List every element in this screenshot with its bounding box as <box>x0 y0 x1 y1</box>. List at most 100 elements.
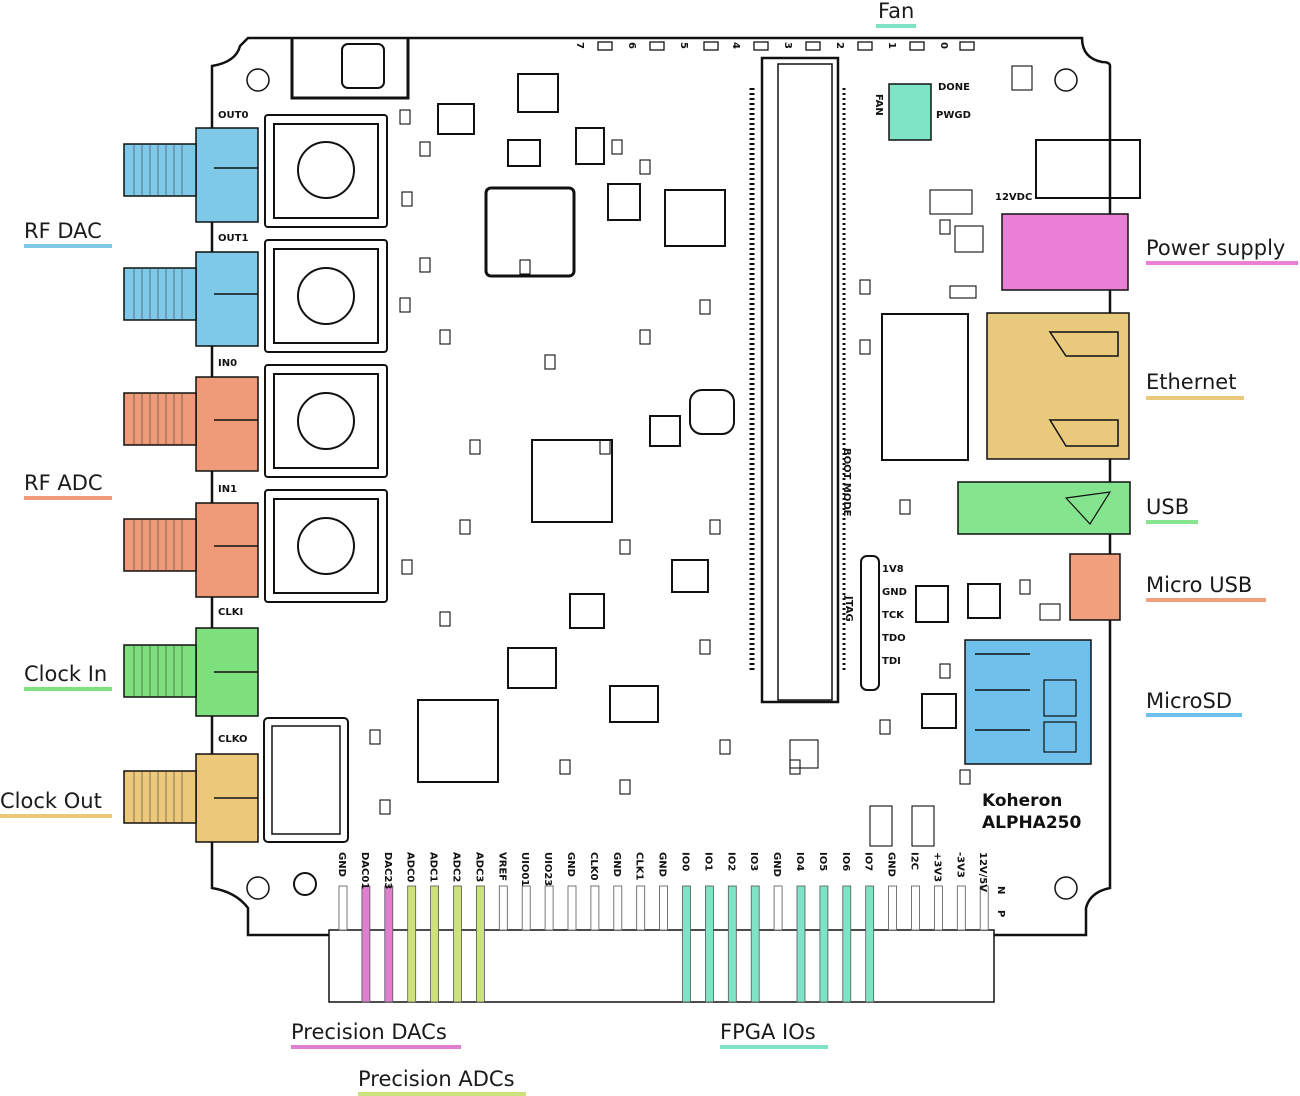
header-pin <box>750 885 760 1003</box>
callout-micro-usb-line <box>1146 598 1266 602</box>
jtag-pin-label: TDI <box>882 656 901 667</box>
callout-power-supply: Power supply <box>1146 236 1286 260</box>
header-pin-label: IO1 <box>702 852 713 871</box>
header-pin-label: GND <box>565 852 576 877</box>
header-pin <box>636 885 646 931</box>
callout-usb: USB <box>1146 495 1190 519</box>
header-pin <box>773 885 783 931</box>
callout-clock-out: Clock Out <box>0 789 102 813</box>
jtag-pin-label: TCK <box>882 610 905 621</box>
led-number-label: 3 <box>782 42 793 49</box>
header-pin <box>727 885 737 1003</box>
header-pin <box>407 885 417 1003</box>
jtag-pin-label: 1V8 <box>882 564 904 575</box>
header-pin-label: IO5 <box>817 852 828 871</box>
header-pin <box>865 885 875 1003</box>
header-pin <box>453 885 462 1003</box>
header-pin-label: ADC3 <box>473 852 484 882</box>
header-np-label: N <box>995 886 1006 894</box>
callout-precision-adcs: Precision ADCs <box>358 1067 515 1091</box>
silk-in1: IN1 <box>218 484 237 495</box>
pcb-outline <box>210 36 1112 937</box>
som-connector <box>760 56 840 704</box>
silk-pwgd: PWGD <box>936 110 971 121</box>
callout-precision-dacs-line <box>291 1045 461 1049</box>
header-pin <box>934 885 943 931</box>
usb-jack <box>957 481 1131 535</box>
header-pin-label: DAC23 <box>382 852 393 889</box>
mounting-hole <box>246 68 270 92</box>
callout-clock-in-line <box>24 687 112 691</box>
callout-usb-line <box>1146 520 1198 524</box>
microsd-slot <box>964 639 1092 765</box>
passive-components <box>369 65 1061 847</box>
header-pin-label: IO0 <box>680 852 691 871</box>
header-pin-label: GND <box>611 852 622 877</box>
header-pin <box>475 885 485 1003</box>
silk-done: DONE <box>938 82 970 93</box>
header-pin <box>659 885 668 931</box>
header-pin-label: GND <box>657 852 668 877</box>
callout-power-supply-line <box>1146 261 1298 265</box>
callout-fan: Fan <box>878 0 915 23</box>
header-pin-label: CLK0 <box>588 852 599 880</box>
silk-out0: OUT0 <box>218 110 248 121</box>
header-pin-label: I2C <box>909 852 920 870</box>
header-pin-label: 12V/5V <box>977 852 988 892</box>
callout-clock-out-line <box>0 814 112 818</box>
shield-frame <box>290 38 410 100</box>
header-pin <box>956 885 966 931</box>
header-pin <box>613 885 623 931</box>
silk-clko: CLKO <box>218 734 248 745</box>
led-number-label: 4 <box>730 42 741 49</box>
header-pin-label: CLK1 <box>634 852 645 880</box>
led-row <box>597 41 975 51</box>
header-pin <box>361 885 371 1003</box>
header-pin <box>384 885 394 1003</box>
header-pin-group <box>338 885 989 1003</box>
jtag-header <box>860 555 880 691</box>
callout-rf-adc: RF ADC <box>24 471 103 495</box>
silk-boot-mode: BOOT MODE <box>841 448 852 517</box>
mounting-hole <box>246 876 270 900</box>
power-jack <box>1001 213 1129 291</box>
header-pin-label: IO7 <box>863 852 874 871</box>
header-pin-label: GND <box>771 852 782 877</box>
header-pin-label: -3V3 <box>954 852 965 878</box>
header-pin-label: IO4 <box>794 852 805 871</box>
header-pin-label: DAC01 <box>359 852 370 889</box>
callout-microsd: MicroSD <box>1146 689 1233 713</box>
callout-rf-dac: RF DAC <box>24 219 102 243</box>
sma-threads <box>133 144 183 823</box>
header-pin <box>911 885 920 931</box>
silk-12vdc: 12VDC <box>995 192 1032 203</box>
header-pin <box>705 885 714 1003</box>
callout-rf-dac-line <box>24 244 112 248</box>
connector-rf-adc-in1 <box>123 502 259 598</box>
connector-clock-in <box>123 627 259 717</box>
silk-clki: CLKI <box>218 607 243 618</box>
header-np-label: P <box>995 910 1006 917</box>
header-pin-label: ADC0 <box>405 852 416 882</box>
led-number-label: 2 <box>834 42 845 49</box>
micro-usb-jack <box>1069 553 1121 621</box>
header-pin <box>567 885 577 931</box>
silk-out1: OUT1 <box>218 233 248 244</box>
header-pin <box>819 885 829 1003</box>
expansion-header <box>328 929 995 1003</box>
header-pin-label: VREF <box>496 852 507 881</box>
callout-clock-in: Clock In <box>24 662 108 686</box>
crystal <box>341 43 385 89</box>
callout-precision-dacs: Precision DACs <box>291 1020 447 1044</box>
header-pin-label: ADC2 <box>451 852 462 882</box>
header-pin-label: UIO23 <box>542 852 553 886</box>
mounting-hole <box>1054 68 1078 92</box>
callout-micro-usb: Micro USB <box>1146 573 1253 597</box>
header-pin <box>979 885 989 931</box>
led-number-label: 7 <box>574 42 585 49</box>
header-pin-label: GND <box>886 852 897 877</box>
